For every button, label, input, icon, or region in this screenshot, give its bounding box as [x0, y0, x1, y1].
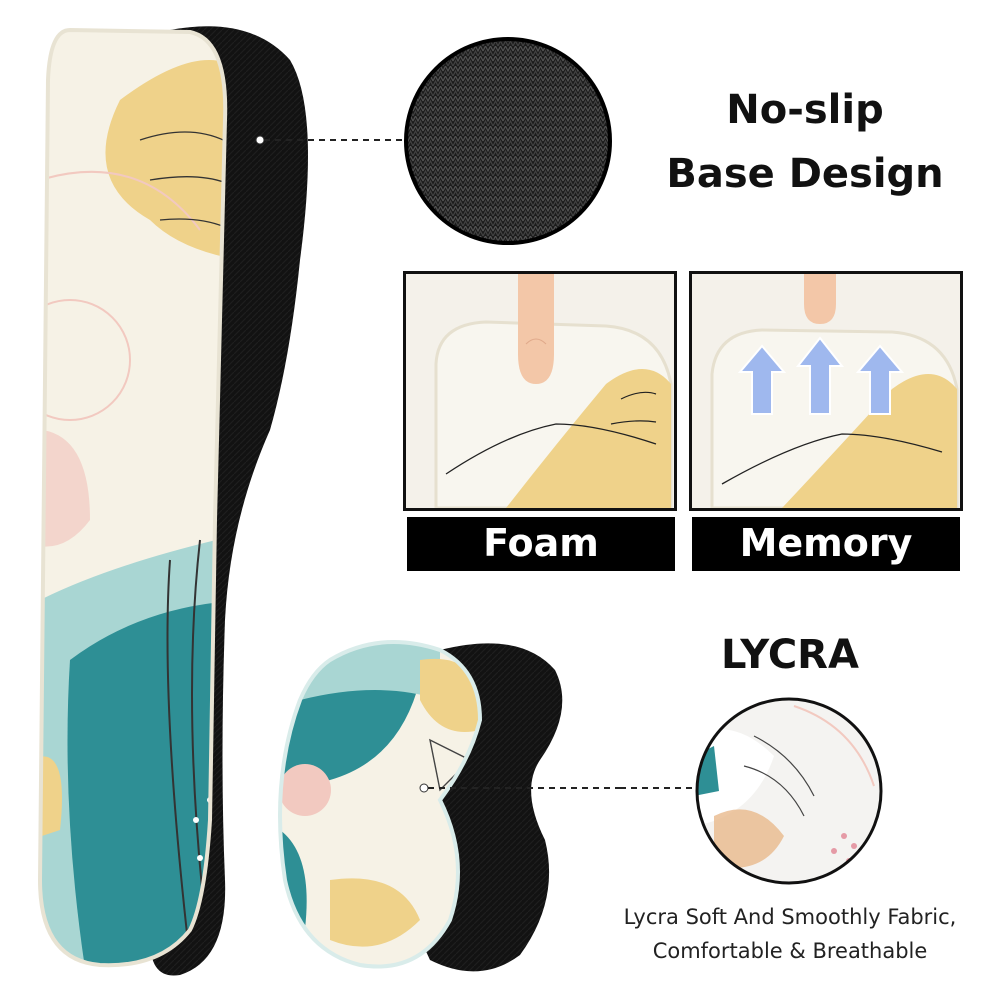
foam-label: Foam [407, 517, 675, 571]
base-heading-line2: Base Design [666, 151, 944, 197]
lycra-caption-line2: Comfortable & Breathable [652, 939, 928, 963]
long-pad-print [40, 30, 226, 966]
lycra-leader-line-b [620, 787, 696, 789]
finger-icon [804, 274, 836, 324]
rebound-arrow-icon [737, 336, 905, 415]
memory-comparison-panel [689, 271, 963, 511]
base-pointer-dot [255, 135, 265, 145]
foam-illustration [434, 274, 673, 508]
lycra-caption-line1: Lycra Soft And Smoothly Fabric, [623, 905, 957, 929]
lycra-pointer-dot [419, 783, 429, 793]
finger-icon [518, 274, 554, 384]
memory-label: Memory [692, 517, 960, 571]
base-heading-line1: No-slip [726, 87, 884, 133]
lycra-fabric-closeup [695, 697, 883, 885]
base-texture-closeup [404, 37, 612, 245]
foam-comparison-panel [403, 271, 677, 511]
lycra-heading: LYCRA [721, 632, 859, 678]
memory-illustration [710, 274, 959, 508]
keyboard-wrist-rest-image [37, 26, 620, 976]
